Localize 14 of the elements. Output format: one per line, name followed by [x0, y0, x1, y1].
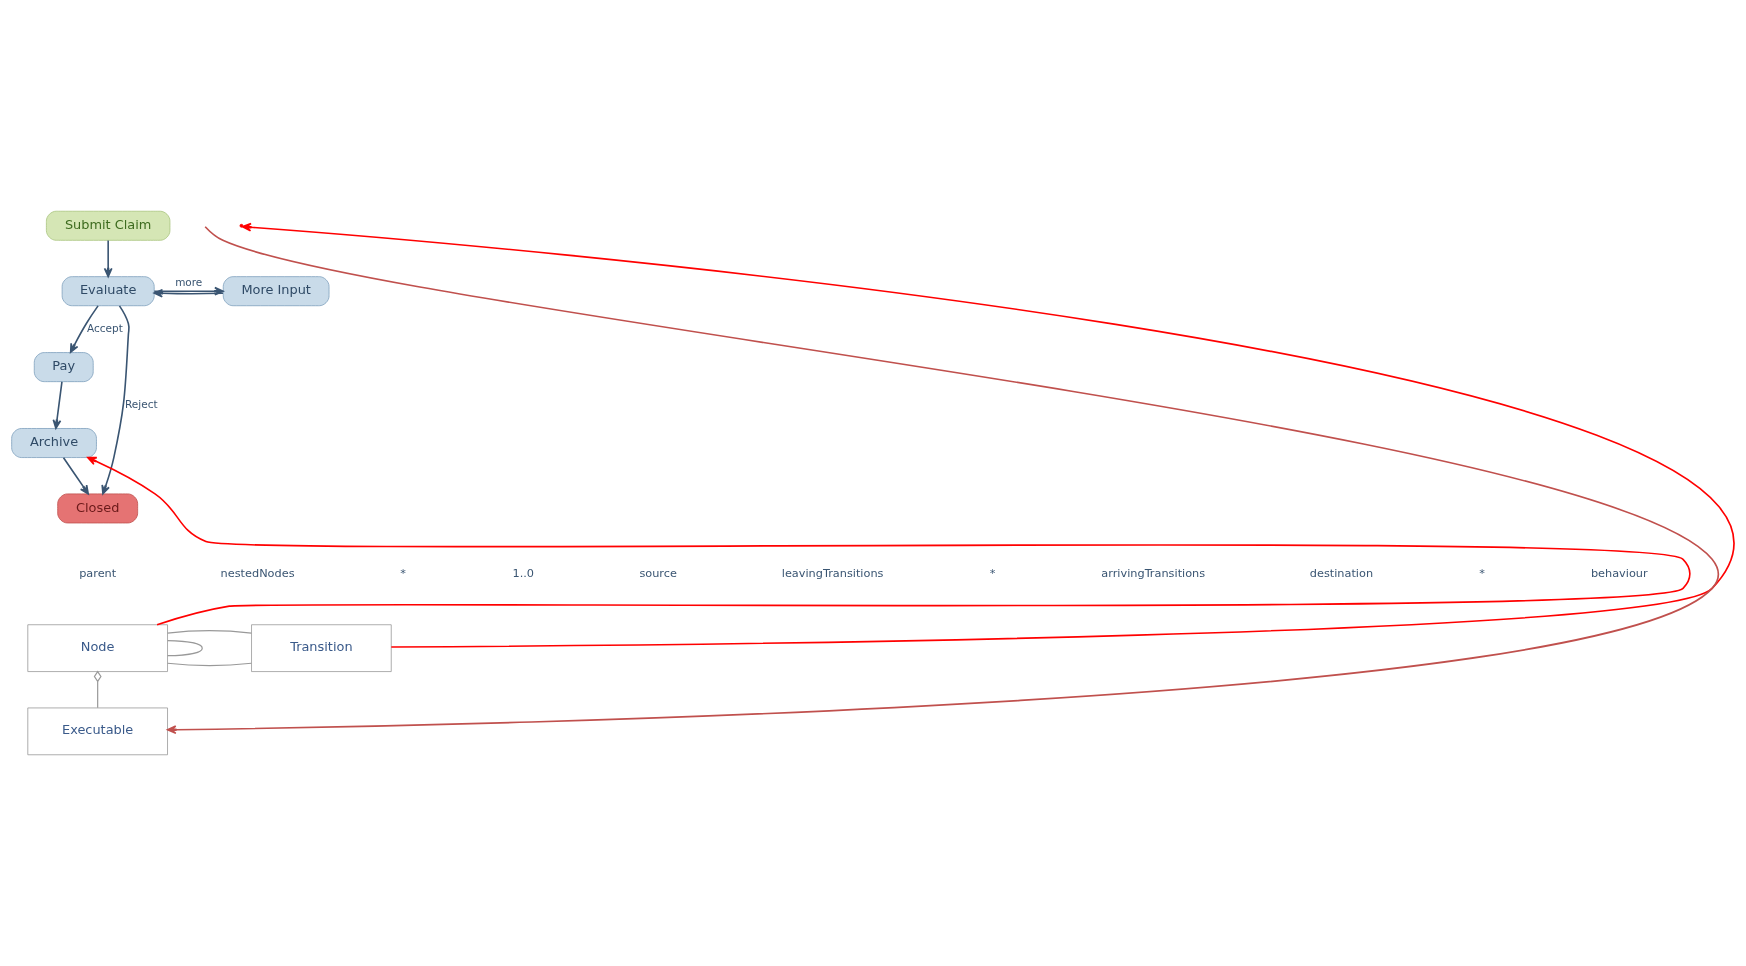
edge-label: more — [175, 275, 203, 288]
label: parent — [79, 566, 117, 580]
label: * — [1479, 566, 1485, 580]
edge-label: Reject — [125, 397, 158, 410]
label: behaviour — [1590, 566, 1648, 580]
label: * — [989, 566, 996, 580]
label: arrivingTransitions — [1101, 566, 1206, 580]
edge-label: Accept — [87, 321, 123, 334]
label: * — [400, 566, 406, 580]
label: source — [639, 566, 677, 580]
label: destination — [1309, 566, 1374, 580]
label: leavingTransitions — [781, 566, 884, 580]
label: 1..0 — [512, 566, 535, 580]
label: nestedNodes — [220, 566, 295, 580]
